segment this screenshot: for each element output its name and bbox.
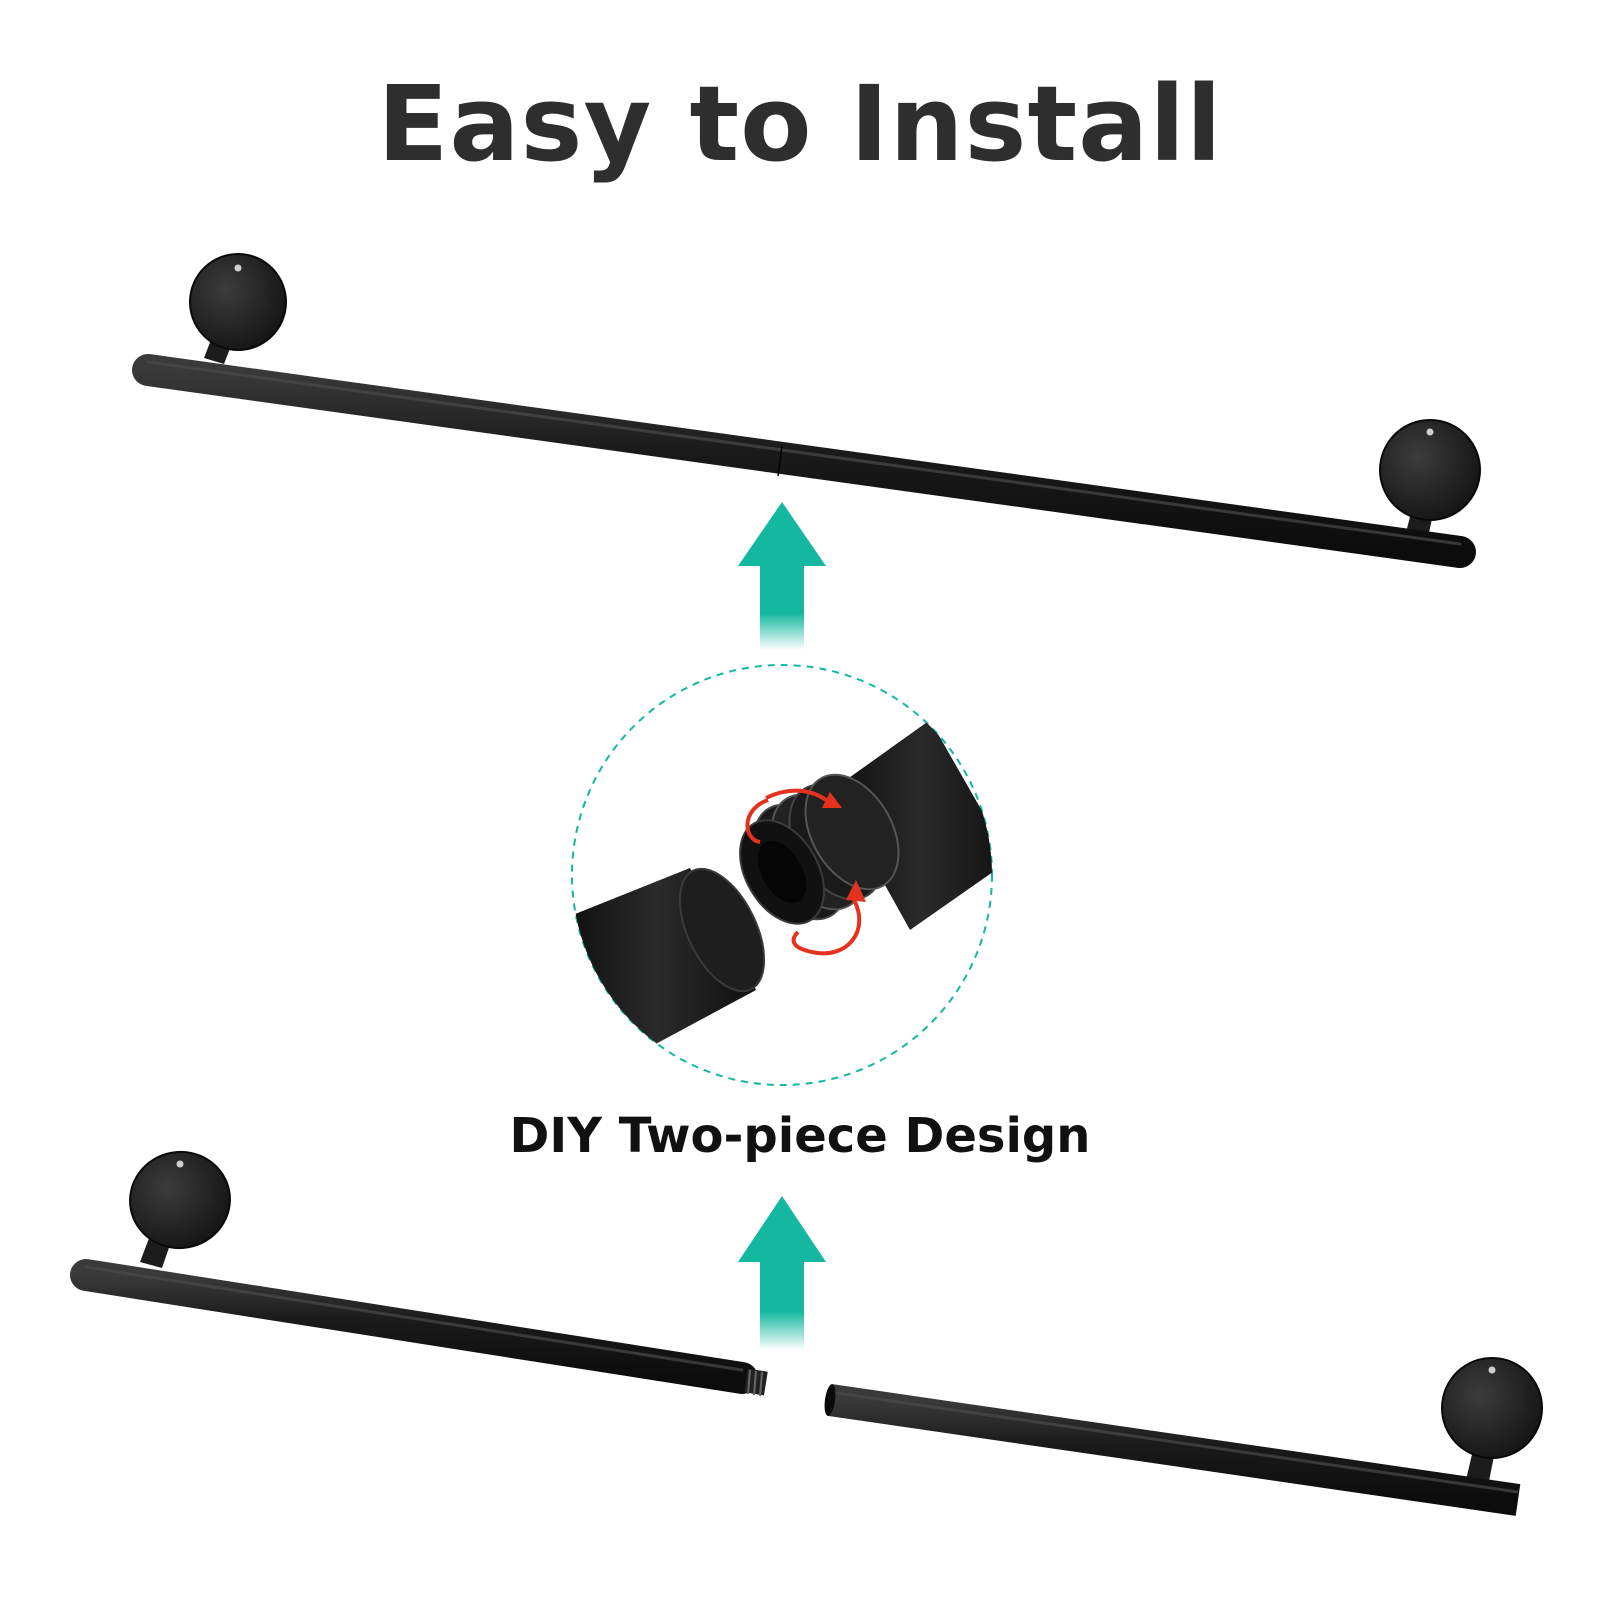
bar-left-half (70, 1150, 768, 1397)
bar-right-half (824, 1357, 1543, 1516)
right-wall-mount (1379, 419, 1481, 546)
thread-tip (744, 1368, 768, 1397)
assembly-arrow-icon (738, 1196, 826, 1350)
thread-detail-callout (571, 664, 993, 1086)
feature-caption: DIY Two-piece Design (509, 1108, 1091, 1164)
assembled-towel-bar (132, 253, 1481, 568)
page-title: Easy to Install (377, 63, 1223, 185)
bar-male-threaded-end (739, 720, 992, 930)
left-wall-mount (189, 253, 287, 364)
assembly-arrow-icon (738, 502, 826, 650)
rotate-arrows-icon (745, 788, 866, 956)
